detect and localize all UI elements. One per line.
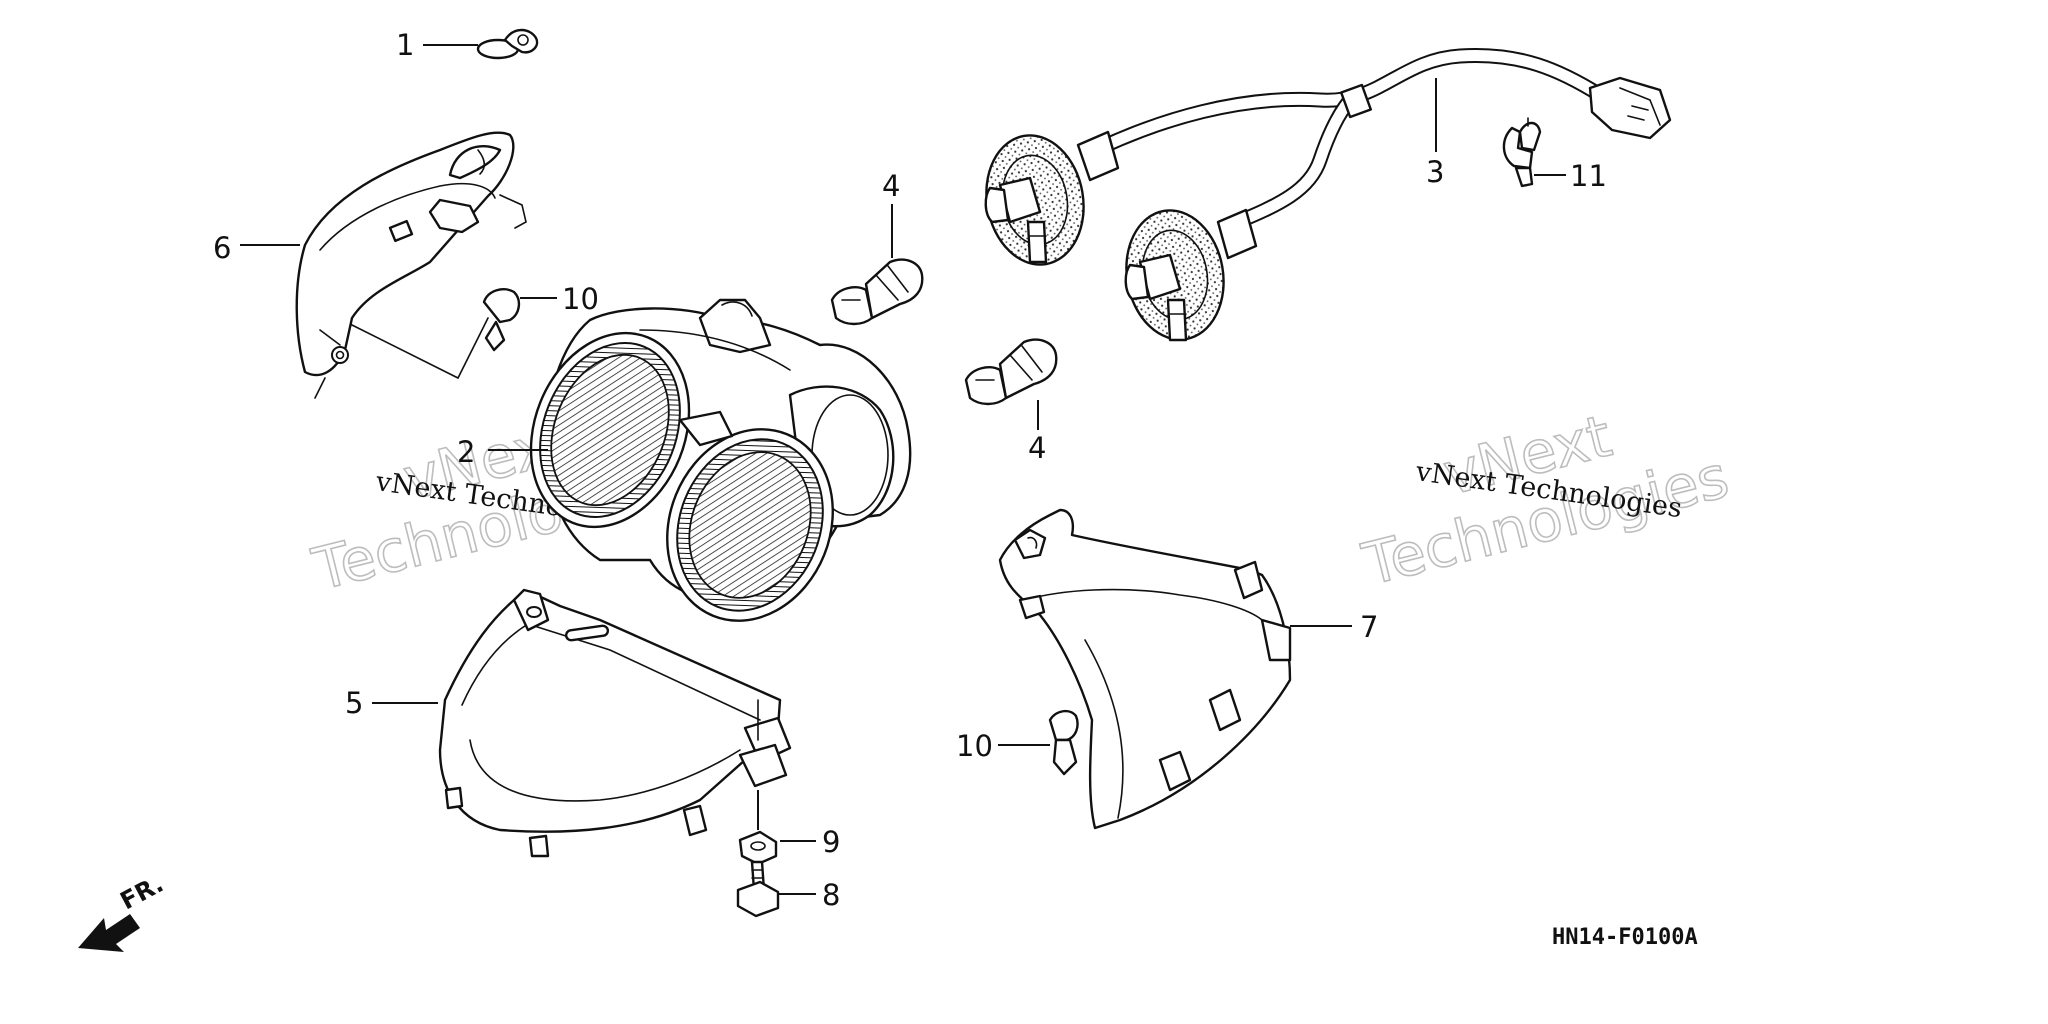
callout-8: 8 bbox=[822, 878, 840, 912]
part-5-lower-visor bbox=[372, 588, 792, 858]
callout-3: 3 bbox=[1426, 155, 1444, 189]
callout-2: 2 bbox=[457, 435, 475, 469]
callout-7: 7 bbox=[1360, 610, 1378, 644]
callout-10-upper: 10 bbox=[562, 282, 599, 316]
callout-1: 1 bbox=[396, 28, 414, 62]
part-6-upper-cover bbox=[240, 131, 527, 399]
front-label: FR. bbox=[116, 870, 168, 916]
part-9-nut bbox=[738, 830, 816, 866]
part-7-right-cover bbox=[998, 508, 1352, 830]
callout-9: 9 bbox=[822, 825, 840, 859]
callout-5: 5 bbox=[345, 686, 363, 720]
front-arrow-icon bbox=[78, 914, 140, 952]
part-10-rivet-upper bbox=[482, 288, 557, 352]
callout-10-lower: 10 bbox=[956, 729, 993, 763]
callout-4-lower: 4 bbox=[1028, 431, 1046, 465]
callout-4-upper: 4 bbox=[882, 169, 900, 203]
watermark-right: vNext Technologies vNext Technologies bbox=[1355, 401, 1736, 600]
part-8-bolt bbox=[736, 860, 816, 918]
part-3-wire-harness bbox=[984, 47, 1672, 342]
front-direction-indicator: FR. bbox=[78, 870, 168, 952]
part-1-clip bbox=[423, 28, 539, 60]
callout-11: 11 bbox=[1570, 159, 1607, 193]
callout-6: 6 bbox=[213, 231, 231, 265]
part-4-bulb-lower bbox=[964, 338, 1058, 430]
part-2-headlight bbox=[488, 298, 912, 622]
diagram-code: HN14-F0100A bbox=[1552, 925, 1698, 950]
part-11-clamp bbox=[1502, 117, 1566, 188]
part-4-bulb-upper bbox=[830, 204, 924, 326]
part-10-rivet-lower bbox=[998, 709, 1079, 776]
